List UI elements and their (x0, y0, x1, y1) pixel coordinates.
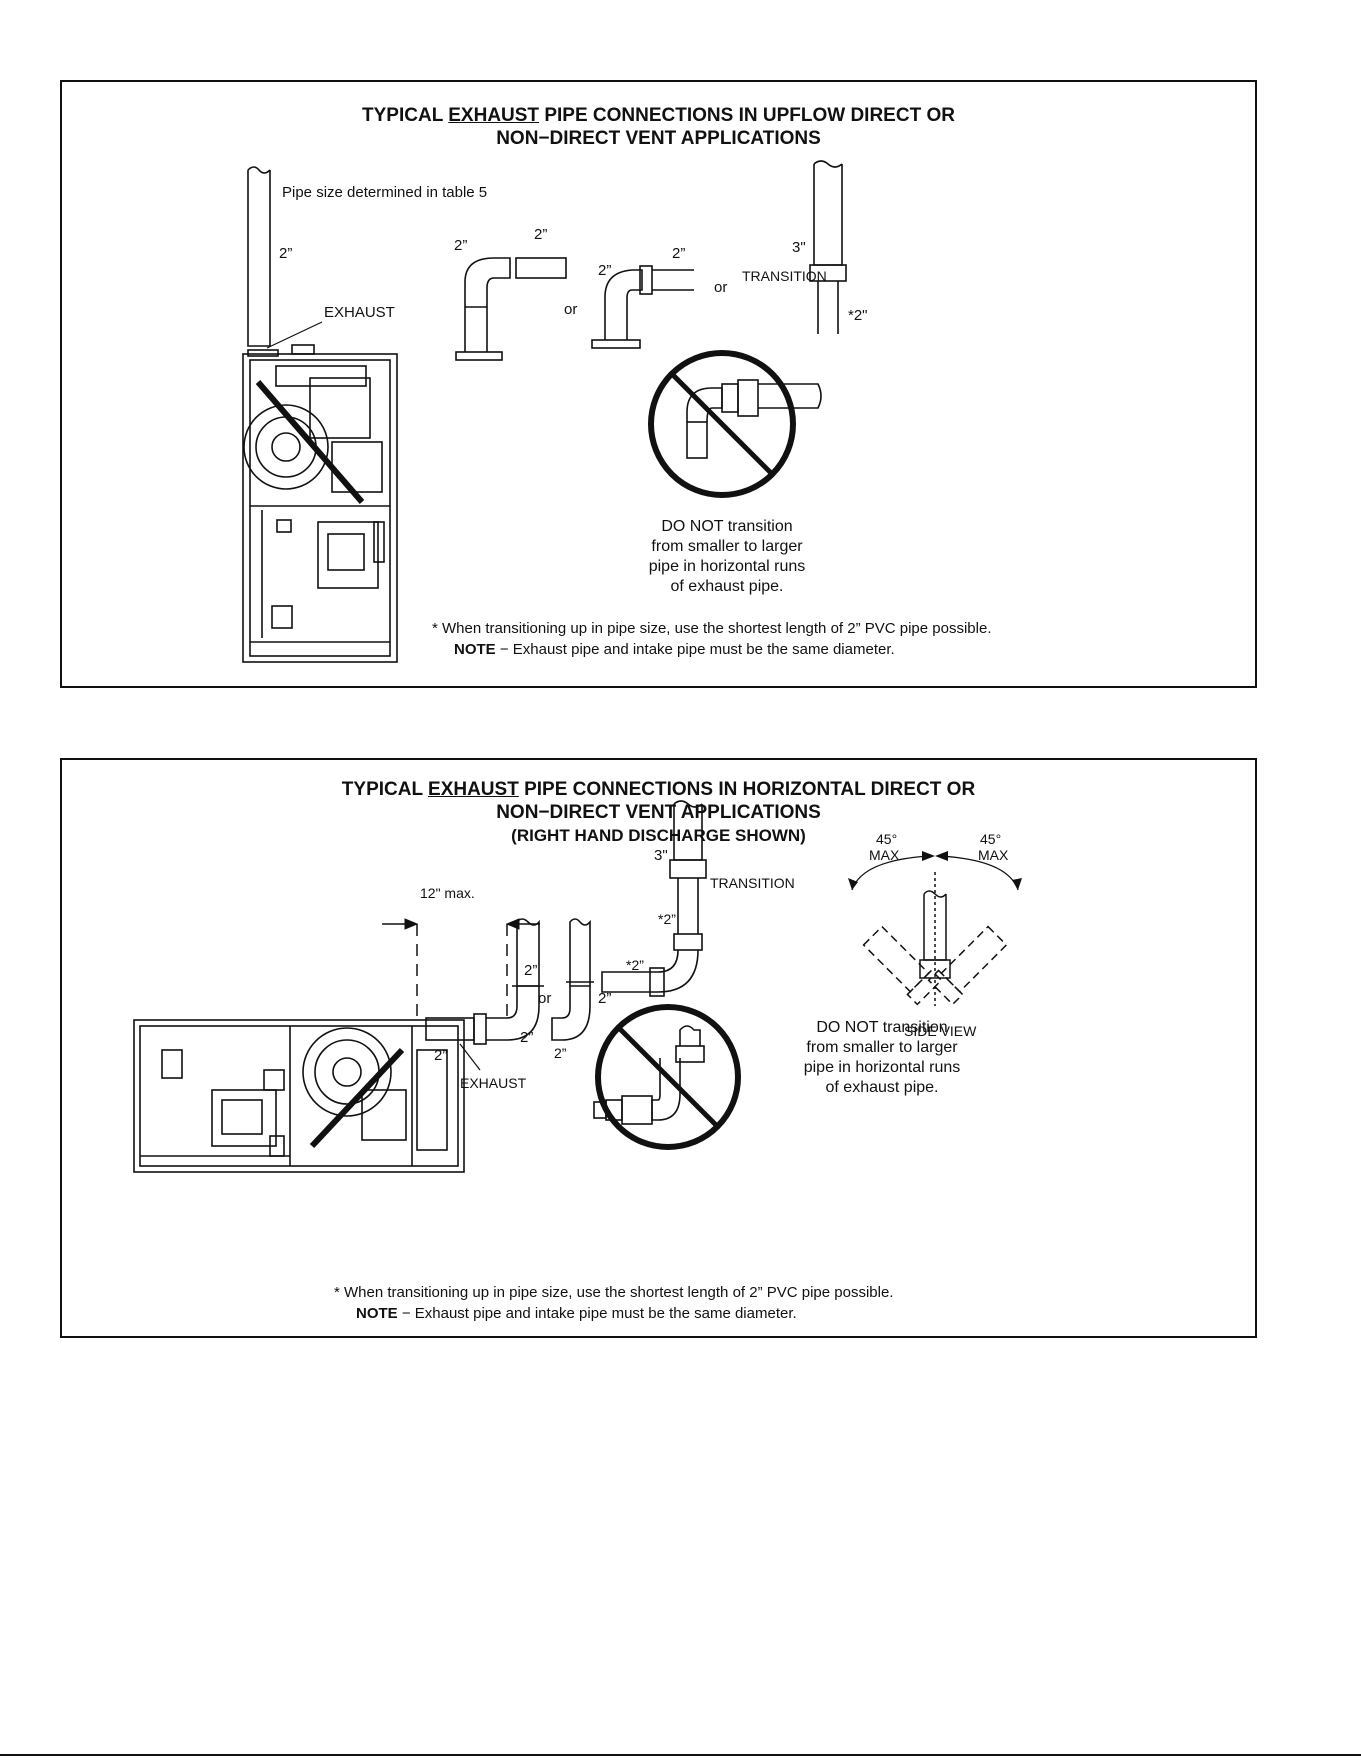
or-label: or (538, 990, 551, 1007)
title-line2: NON−DIRECT VENT APPLICATIONS (496, 802, 821, 823)
upflow-drawing: Pipe size determined in table 5 2” EXHAU… (242, 160, 868, 663)
title-line3: (RIGHT HAND DISCHARGE SHOWN) (511, 826, 806, 845)
title-prefix: TYPICAL (341, 779, 423, 800)
transition-top-label: 3" (654, 847, 668, 864)
horizontal-warning-text: DO NOT transition from smaller to larger… (784, 1018, 980, 1098)
horizontal-elbow-option-1 (425, 918, 544, 1045)
horizontal-title: TYPICAL EXHAUST PIPE CONNECTIONS IN HORI… (62, 778, 1255, 847)
upflow-title: TYPICAL EXHAUST PIPE CONNECTIONS IN UPFL… (62, 104, 1255, 150)
note-text: − Exhaust pipe and intake pipe must be t… (397, 1305, 797, 1322)
warning-line: DO NOT transition (816, 1019, 948, 1036)
or-label-2: or (714, 279, 727, 296)
warning-line: of exhaust pipe. (825, 1079, 939, 1096)
or-label-1: or (564, 301, 577, 318)
angle-right-label: 45° (980, 831, 1001, 847)
warning-line: of exhaust pipe. (670, 578, 784, 595)
warning-line: pipe in horizontal runs (648, 558, 806, 575)
exhaust-label: EXHAUST (324, 304, 395, 321)
title-emphasis: EXHAUST (428, 779, 519, 800)
upflow-footnote: * When transitioning up in pipe size, us… (432, 620, 992, 637)
elbow-option-2 (591, 265, 694, 349)
vertical-pipe-size-label: 2” (279, 245, 292, 262)
horizontal-note: NOTE − Exhaust pipe and intake pipe must… (356, 1303, 797, 1324)
transition-top-label: 3" (792, 239, 806, 256)
angle-left-label: 45° (876, 831, 897, 847)
horizontal-elbow-option-2 (551, 918, 594, 1041)
elbow2-top-label: 2” (672, 245, 685, 262)
upflow-furnace-unit (242, 344, 398, 663)
exhaust-label: EXHAUST (460, 1075, 527, 1091)
page-bottom-rule (0, 1754, 1361, 1756)
title-line1: PIPE CONNECTIONS IN UPFLOW DIRECT OR (544, 105, 955, 126)
upflow-warning-text: DO NOT transition from smaller to larger… (632, 517, 822, 597)
max-12-label: 12" max. (420, 885, 475, 901)
title-emphasis: EXHAUST (448, 105, 540, 126)
elbow1-side-label: 2” (520, 1029, 533, 1046)
prohibited-transition-icon (648, 350, 822, 498)
vertical-exhaust-pipe (247, 166, 271, 347)
warning-line: pipe in horizontal runs (803, 1059, 961, 1076)
title-prefix: TYPICAL (362, 105, 443, 126)
prohibited-transition-icon (593, 1004, 741, 1150)
transition-label: TRANSITION (710, 875, 795, 891)
elbow1-top-label: 2” (524, 962, 537, 979)
title-line1: PIPE CONNECTIONS IN HORIZONTAL DIRECT OR (524, 779, 976, 800)
elbow2-bottom-label: 2” (554, 1045, 567, 1061)
elbow1-top-label: 2” (534, 226, 547, 243)
transition-bottom-label: *2” (626, 957, 644, 973)
upflow-note: NOTE − Exhaust pipe and intake pipe must… (454, 639, 895, 660)
horizontal-footnote: * When transitioning up in pipe size, us… (334, 1284, 894, 1301)
horizontal-transition (601, 800, 707, 997)
elbow2-side-label: 2” (598, 262, 611, 279)
horizontal-diagram-panel: TYPICAL EXHAUST PIPE CONNECTIONS IN HORI… (60, 758, 1257, 1338)
transition-label: TRANSITION (742, 268, 827, 284)
note-label: NOTE (356, 1305, 398, 1322)
side-view-label: SIDE VIEW (904, 1023, 977, 1039)
pipe-size-note: Pipe size determined in table 5 (282, 184, 487, 201)
transition-bottom-label: *2" (848, 307, 868, 324)
title-line2: NON−DIRECT VENT APPLICATIONS (496, 128, 821, 149)
upflow-diagram-panel: TYPICAL EXHAUST PIPE CONNECTIONS IN UPFL… (60, 80, 1257, 688)
warning-line: from smaller to larger (651, 538, 803, 555)
max-distance-dimension (382, 918, 540, 1020)
side-view-angles (851, 855, 1019, 1006)
note-text: − Exhaust pipe and intake pipe must be t… (495, 641, 895, 658)
elbow-option-1 (455, 257, 567, 361)
warning-line: DO NOT transition (661, 518, 793, 535)
transition-mid-label: *2” (658, 911, 676, 927)
horizontal-furnace-unit (133, 1019, 465, 1173)
horizontal-drawing: 12" max. 2” (133, 800, 1022, 1173)
warning-line: from smaller to larger (806, 1039, 958, 1056)
stub-size-label: 2” (434, 1047, 447, 1064)
max-right-label: MAX (978, 847, 1009, 863)
elbow1-side-label: 2” (454, 237, 467, 254)
note-label: NOTE (454, 641, 496, 658)
max-left-label: MAX (869, 847, 900, 863)
vertical-transition (809, 160, 847, 334)
elbow2-side-label: 2” (598, 990, 611, 1007)
